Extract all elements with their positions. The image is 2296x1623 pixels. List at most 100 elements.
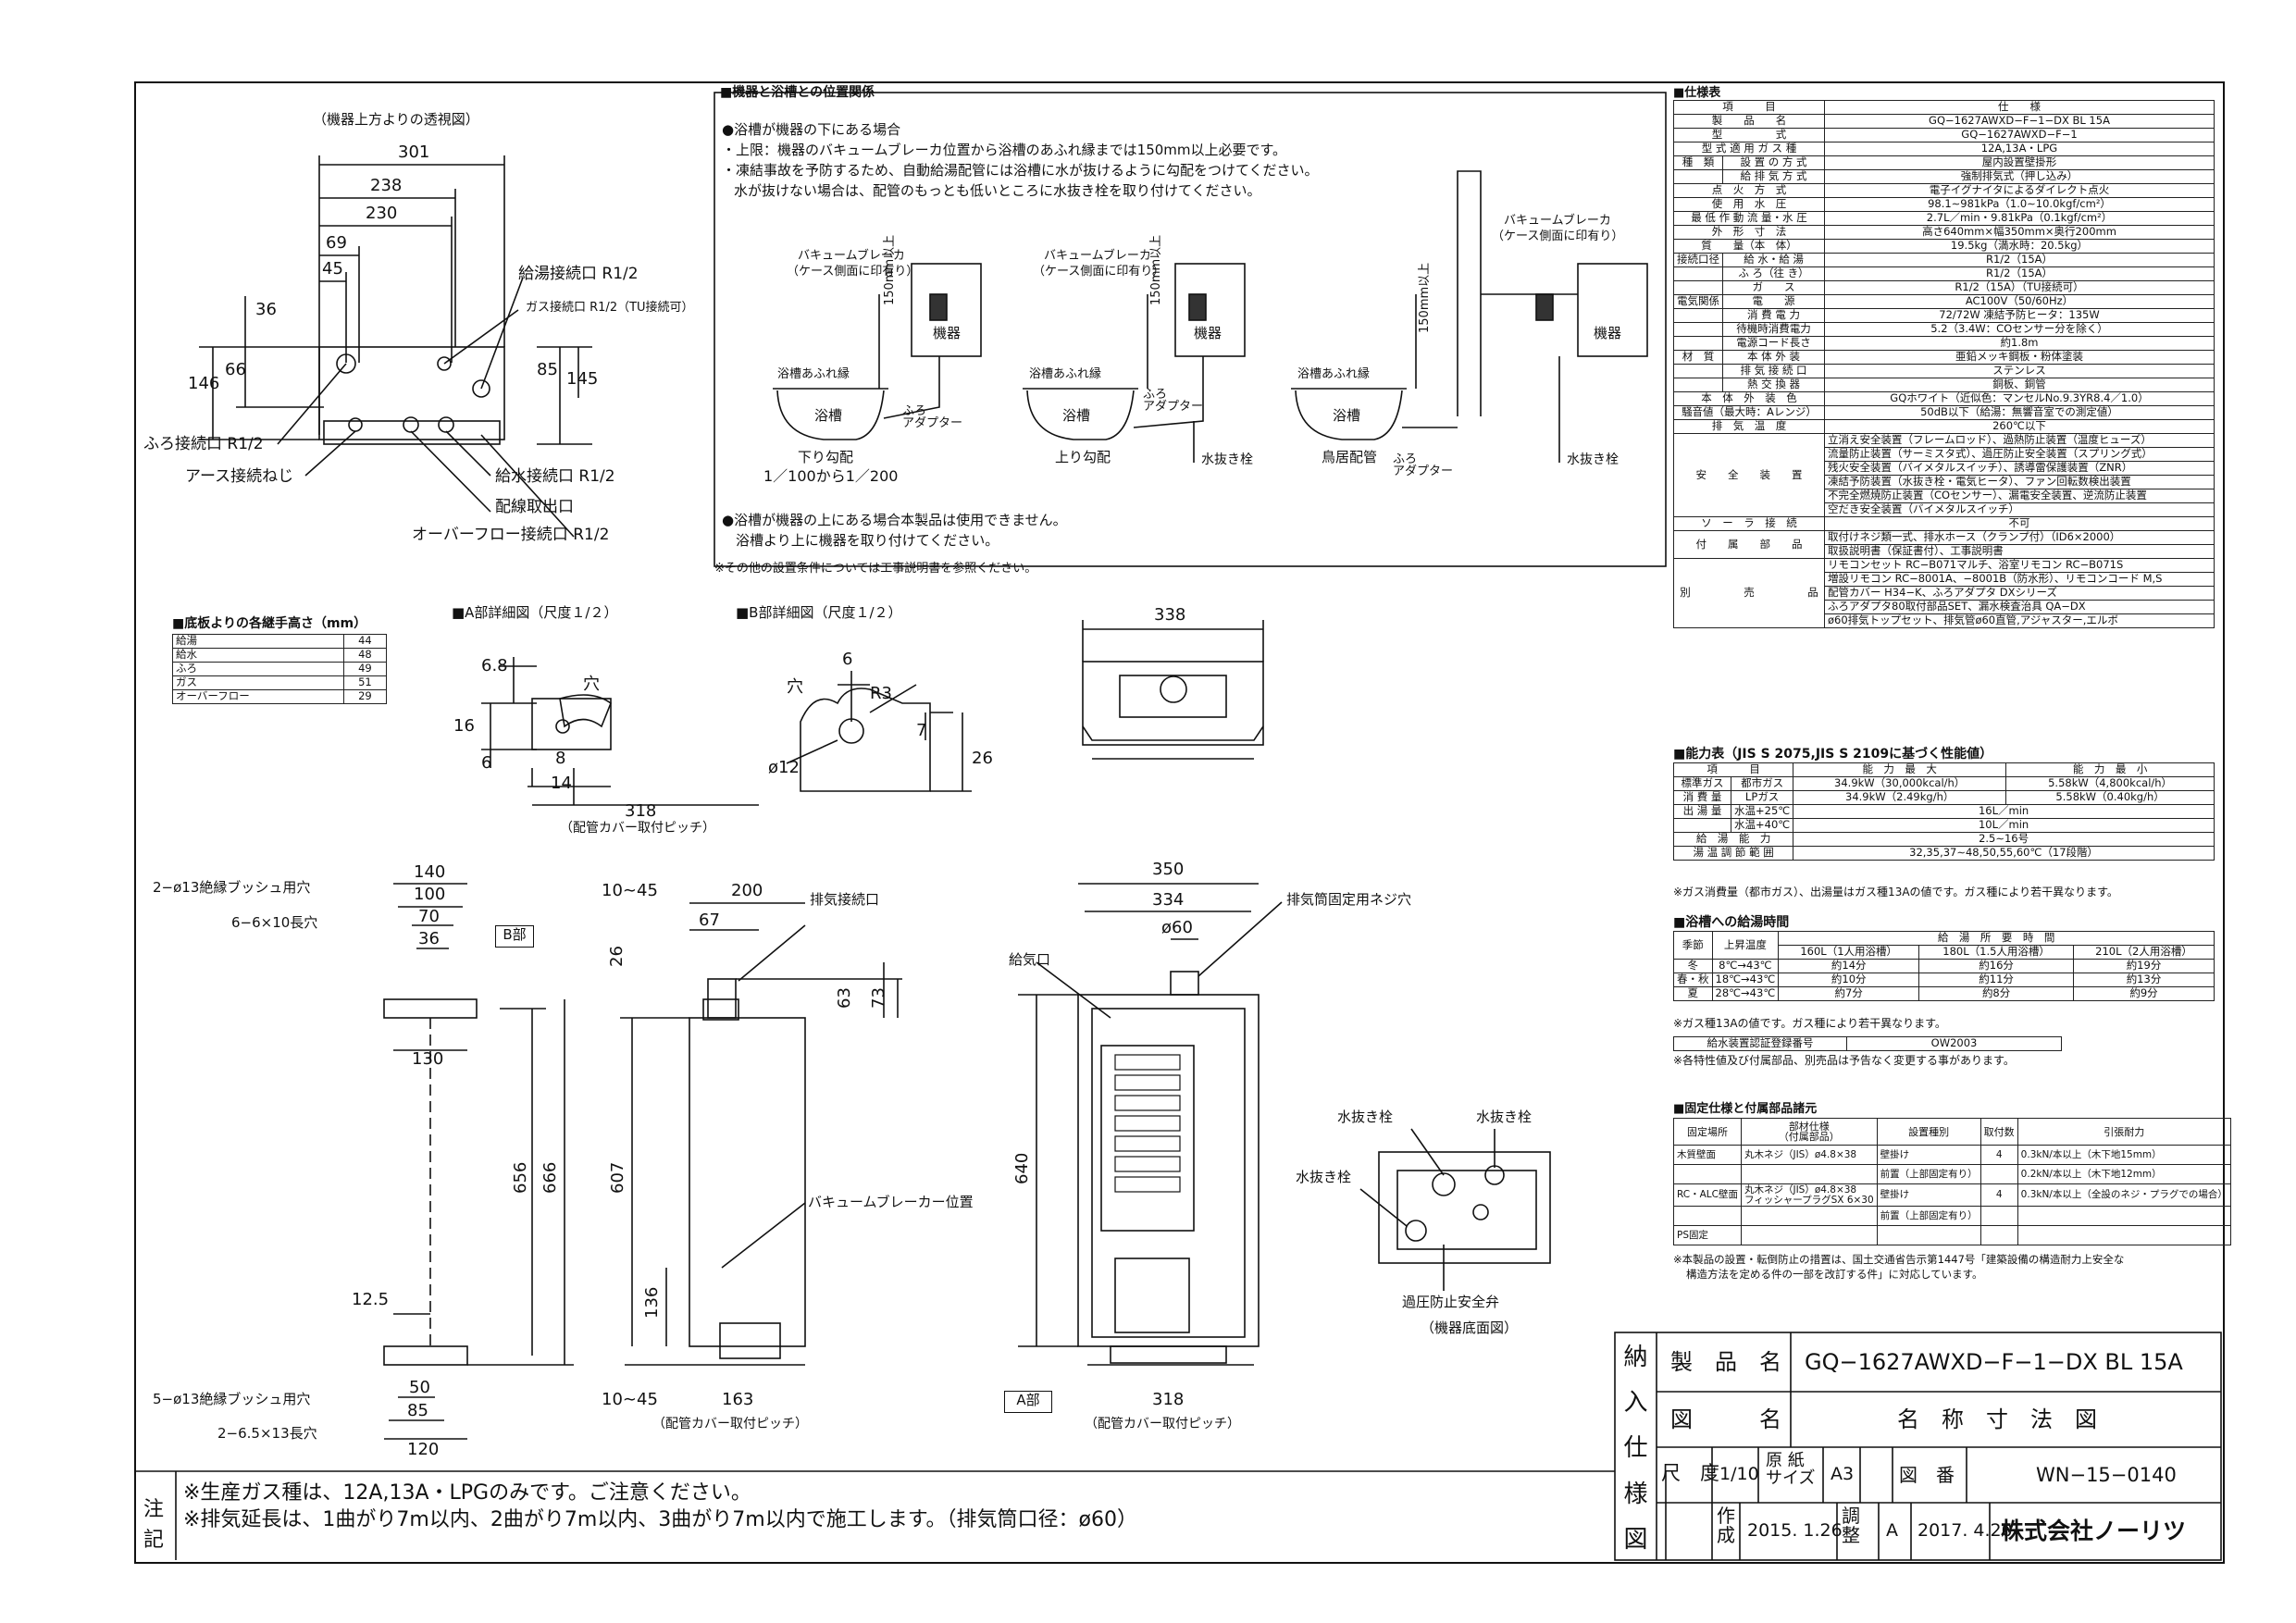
table-row: 固定場所部材仕様 （付属部品）設置種別取付数引張耐力: [1673, 1118, 2231, 1146]
bath-note-1: ・上限：機器のバキュームブレーカ位置から浴槽のあふれ縁までは150mm以上必要で…: [722, 142, 1287, 158]
bath-case-below: ●浴槽が機器の下にある場合: [722, 121, 901, 138]
joint-name: 給水: [172, 648, 344, 663]
spec-value: 立消え安全装置（フレームロッド）、過熱防止装置（温度ヒューズ）: [1824, 433, 2215, 448]
adapter-label-1: ふろ アダプター: [902, 404, 963, 430]
label-vb-pos: バキュームブレーカー位置: [808, 1194, 974, 1210]
dim-a-16: 16: [453, 716, 475, 736]
bt-value: 約19分: [2073, 959, 2215, 973]
bt-season: 冬: [1673, 959, 1713, 973]
dim-a-6-8: 6.8: [481, 656, 508, 675]
table-row: 騒音値（最大時：Aレンジ）50dB以下（給湯：無響音室での測定値）: [1673, 405, 2215, 420]
company-logo: 株式会社ノーリツ: [2001, 1518, 2187, 1544]
bath-footnote: ※その他の設置条件については工事説明書を参照ください。: [714, 562, 1037, 576]
vb-label2-2: （ケース側面に印有り）: [1033, 265, 1165, 279]
fix-head: 部材仕様 （付属部品）: [1740, 1118, 1878, 1146]
cap-min: 5.58kW（0.40kg/h）: [2005, 790, 2215, 805]
detail-a-drawing: [481, 657, 759, 806]
joint-value: 49: [342, 662, 388, 676]
reg-value: OW2003: [1846, 1036, 2062, 1051]
fix-count: [1980, 1164, 2018, 1184]
label-fix-screw: 排気筒固定用ネジ穴: [1286, 891, 1412, 908]
fix-force: [2017, 1206, 2231, 1226]
spec-item: 型 式: [1673, 128, 1825, 142]
bottom-caption: （機器底面図）: [1421, 1319, 1519, 1336]
dim-301: 301: [398, 142, 429, 162]
left-view-drawing: [383, 883, 574, 1440]
spec-value: 98.1∼981kPa（1.0∼10.0kgf/cm²）: [1824, 197, 2215, 212]
label-wiring: 配線取出口: [495, 498, 574, 516]
spec-value: 銅板、銅管: [1824, 378, 2215, 392]
bath-note-2: ・凍結事故を予防するため、自動給湯配管には浴槽に水が抜けるように勾配をつけてくだ…: [722, 162, 1319, 179]
dim-656: 656: [511, 1162, 530, 1194]
dim-85-left: 85: [407, 1401, 428, 1420]
bt-col-160: 160L（1人用浴槽）: [1778, 945, 1920, 960]
spec-group: [1673, 266, 1723, 281]
dim-136: 136: [642, 1287, 662, 1319]
dim-b-phi12: ø12: [768, 758, 800, 777]
fix-count: 4: [1980, 1145, 2018, 1165]
bottom-drain-1: 水抜き栓: [1337, 1109, 1394, 1125]
label-bush2: 2−ø13絶縁ブッシュ用穴: [153, 879, 311, 896]
detail-a-title: ■A部詳細図（尺度１/２）: [452, 604, 618, 621]
pitch-label-front: （配管カバー取付ピッチ）: [1085, 1417, 1240, 1431]
cap-item: 都市ガス: [1730, 776, 1794, 791]
reg-note: ※各特性値及び付属部品、別売品は予告なく変更する事があります。: [1673, 1054, 2015, 1067]
fix-part: 丸木ネジ（JIS）ø4.8×38 フィッシャープラグSX 6×30: [1740, 1183, 1878, 1207]
bottom-relief: 過圧防止安全弁: [1402, 1294, 1500, 1310]
spec-item: 使 用 水 圧: [1673, 197, 1825, 212]
fix-head: 設置種別: [1876, 1118, 1981, 1146]
spec-item: ガ ス: [1722, 280, 1825, 295]
spec-item: ふ ろ（往 き）: [1722, 266, 1825, 281]
cap-item: LPガス: [1730, 790, 1794, 805]
table-row: 前置（上部固定有り）: [1673, 1206, 2231, 1226]
scale-label: 尺 度: [1661, 1462, 1719, 1484]
slope-label-1: 下り勾配: [798, 449, 854, 465]
dim-338: 338: [1154, 605, 1185, 625]
dim-140: 140: [414, 862, 445, 882]
spec-item: 電源コード長さ: [1722, 336, 1825, 351]
adapter-label-2: ふろ アダプター: [1143, 388, 1204, 414]
bath-diagram-2: [1023, 263, 1246, 463]
spec-group: 材 質: [1673, 350, 1723, 365]
fix-type: 前置（上部固定有り）: [1876, 1164, 1981, 1184]
label-intake: 給気口: [1009, 951, 1051, 968]
fix-type: 前置（上部固定有り）: [1876, 1206, 1981, 1226]
spec-head-spec: 仕 様: [1824, 100, 2215, 115]
spec-head-item: 項 目: [1673, 100, 1825, 115]
spec-item: 騒音値（最大時：Aレンジ）: [1673, 405, 1825, 420]
fix-head: 取付数: [1980, 1118, 2018, 1146]
label-furo: ふろ接続口 R1/2: [143, 435, 264, 453]
bt-value: 約14分: [1778, 959, 1920, 973]
fix-head: 固定場所: [1673, 1118, 1742, 1146]
bt-value: 約9分: [2073, 986, 2215, 1001]
spec-item: 質 量（本 体）: [1673, 239, 1825, 254]
dim-146: 146: [188, 374, 219, 393]
dim-666: 666: [540, 1162, 560, 1194]
spec-item: 排 気 温 度: [1673, 419, 1825, 434]
cap-head-max: 能 力 最 大: [1793, 762, 2007, 777]
fix-place: PS固定: [1673, 1225, 1742, 1245]
dim-200: 200: [731, 881, 763, 900]
vb-label2-3: （ケース側面に印有り）: [1492, 229, 1624, 243]
table-row: 種 類設 置 の 方 式屋内設置壁掛形: [1673, 155, 2215, 170]
dim-130: 130: [412, 1049, 443, 1069]
spec-item: 外 形 寸 法: [1673, 225, 1825, 240]
rev-date: 2017. 4.20: [1917, 1520, 2013, 1541]
bt-season: 春・秋: [1673, 973, 1713, 987]
table-row: RC・ALC壁面丸木ネジ（JIS）ø4.8×38 フィッシャープラグSX 6×3…: [1673, 1183, 2231, 1207]
pitch-label-top: （配管カバー取付ピッチ）: [560, 821, 715, 836]
dim-b-6: 6: [842, 650, 852, 669]
vb-label-1: バキュームブレーカ: [798, 249, 905, 263]
bt-value: 約16分: [1918, 959, 2075, 973]
dim150-3: 150mm以上: [1418, 262, 1432, 333]
dim-45: 45: [322, 259, 343, 279]
table-row: 排 気 接 続 口ステンレス: [1673, 364, 2215, 378]
fix-force: 0.3kN/本以上（全設のネジ・プラグでの場合）: [2017, 1183, 2231, 1207]
top-view-drawing: [199, 155, 592, 538]
